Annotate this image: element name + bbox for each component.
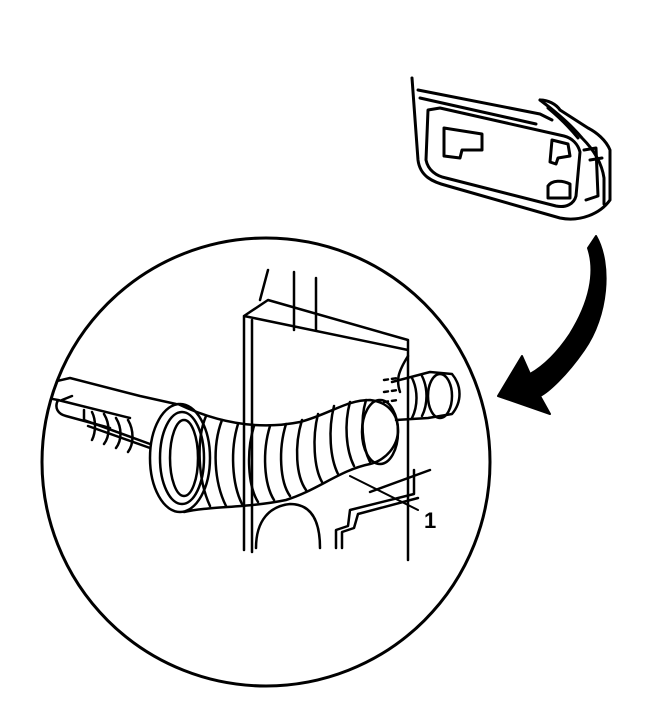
harness-right-section: [390, 370, 461, 422]
door-overview: [410, 76, 612, 221]
door-outer-edge: [410, 76, 612, 221]
detail-view-contents: [42, 268, 461, 562]
door-window-frame: [538, 98, 606, 206]
door-pillar-panel: [242, 298, 410, 562]
door-access-hole-left: [442, 126, 484, 160]
callout-1-leader: [349, 475, 419, 511]
panel-lower-opening: [254, 502, 322, 550]
door-inner-panel: [424, 106, 582, 208]
callout-1-label: 1: [424, 508, 436, 533]
wiring-harness-grommet: [148, 398, 400, 514]
view-direction-arrow: [497, 235, 607, 415]
door-access-hole-upper-right: [548, 138, 572, 166]
door-access-hole-lower-right: [546, 179, 572, 200]
